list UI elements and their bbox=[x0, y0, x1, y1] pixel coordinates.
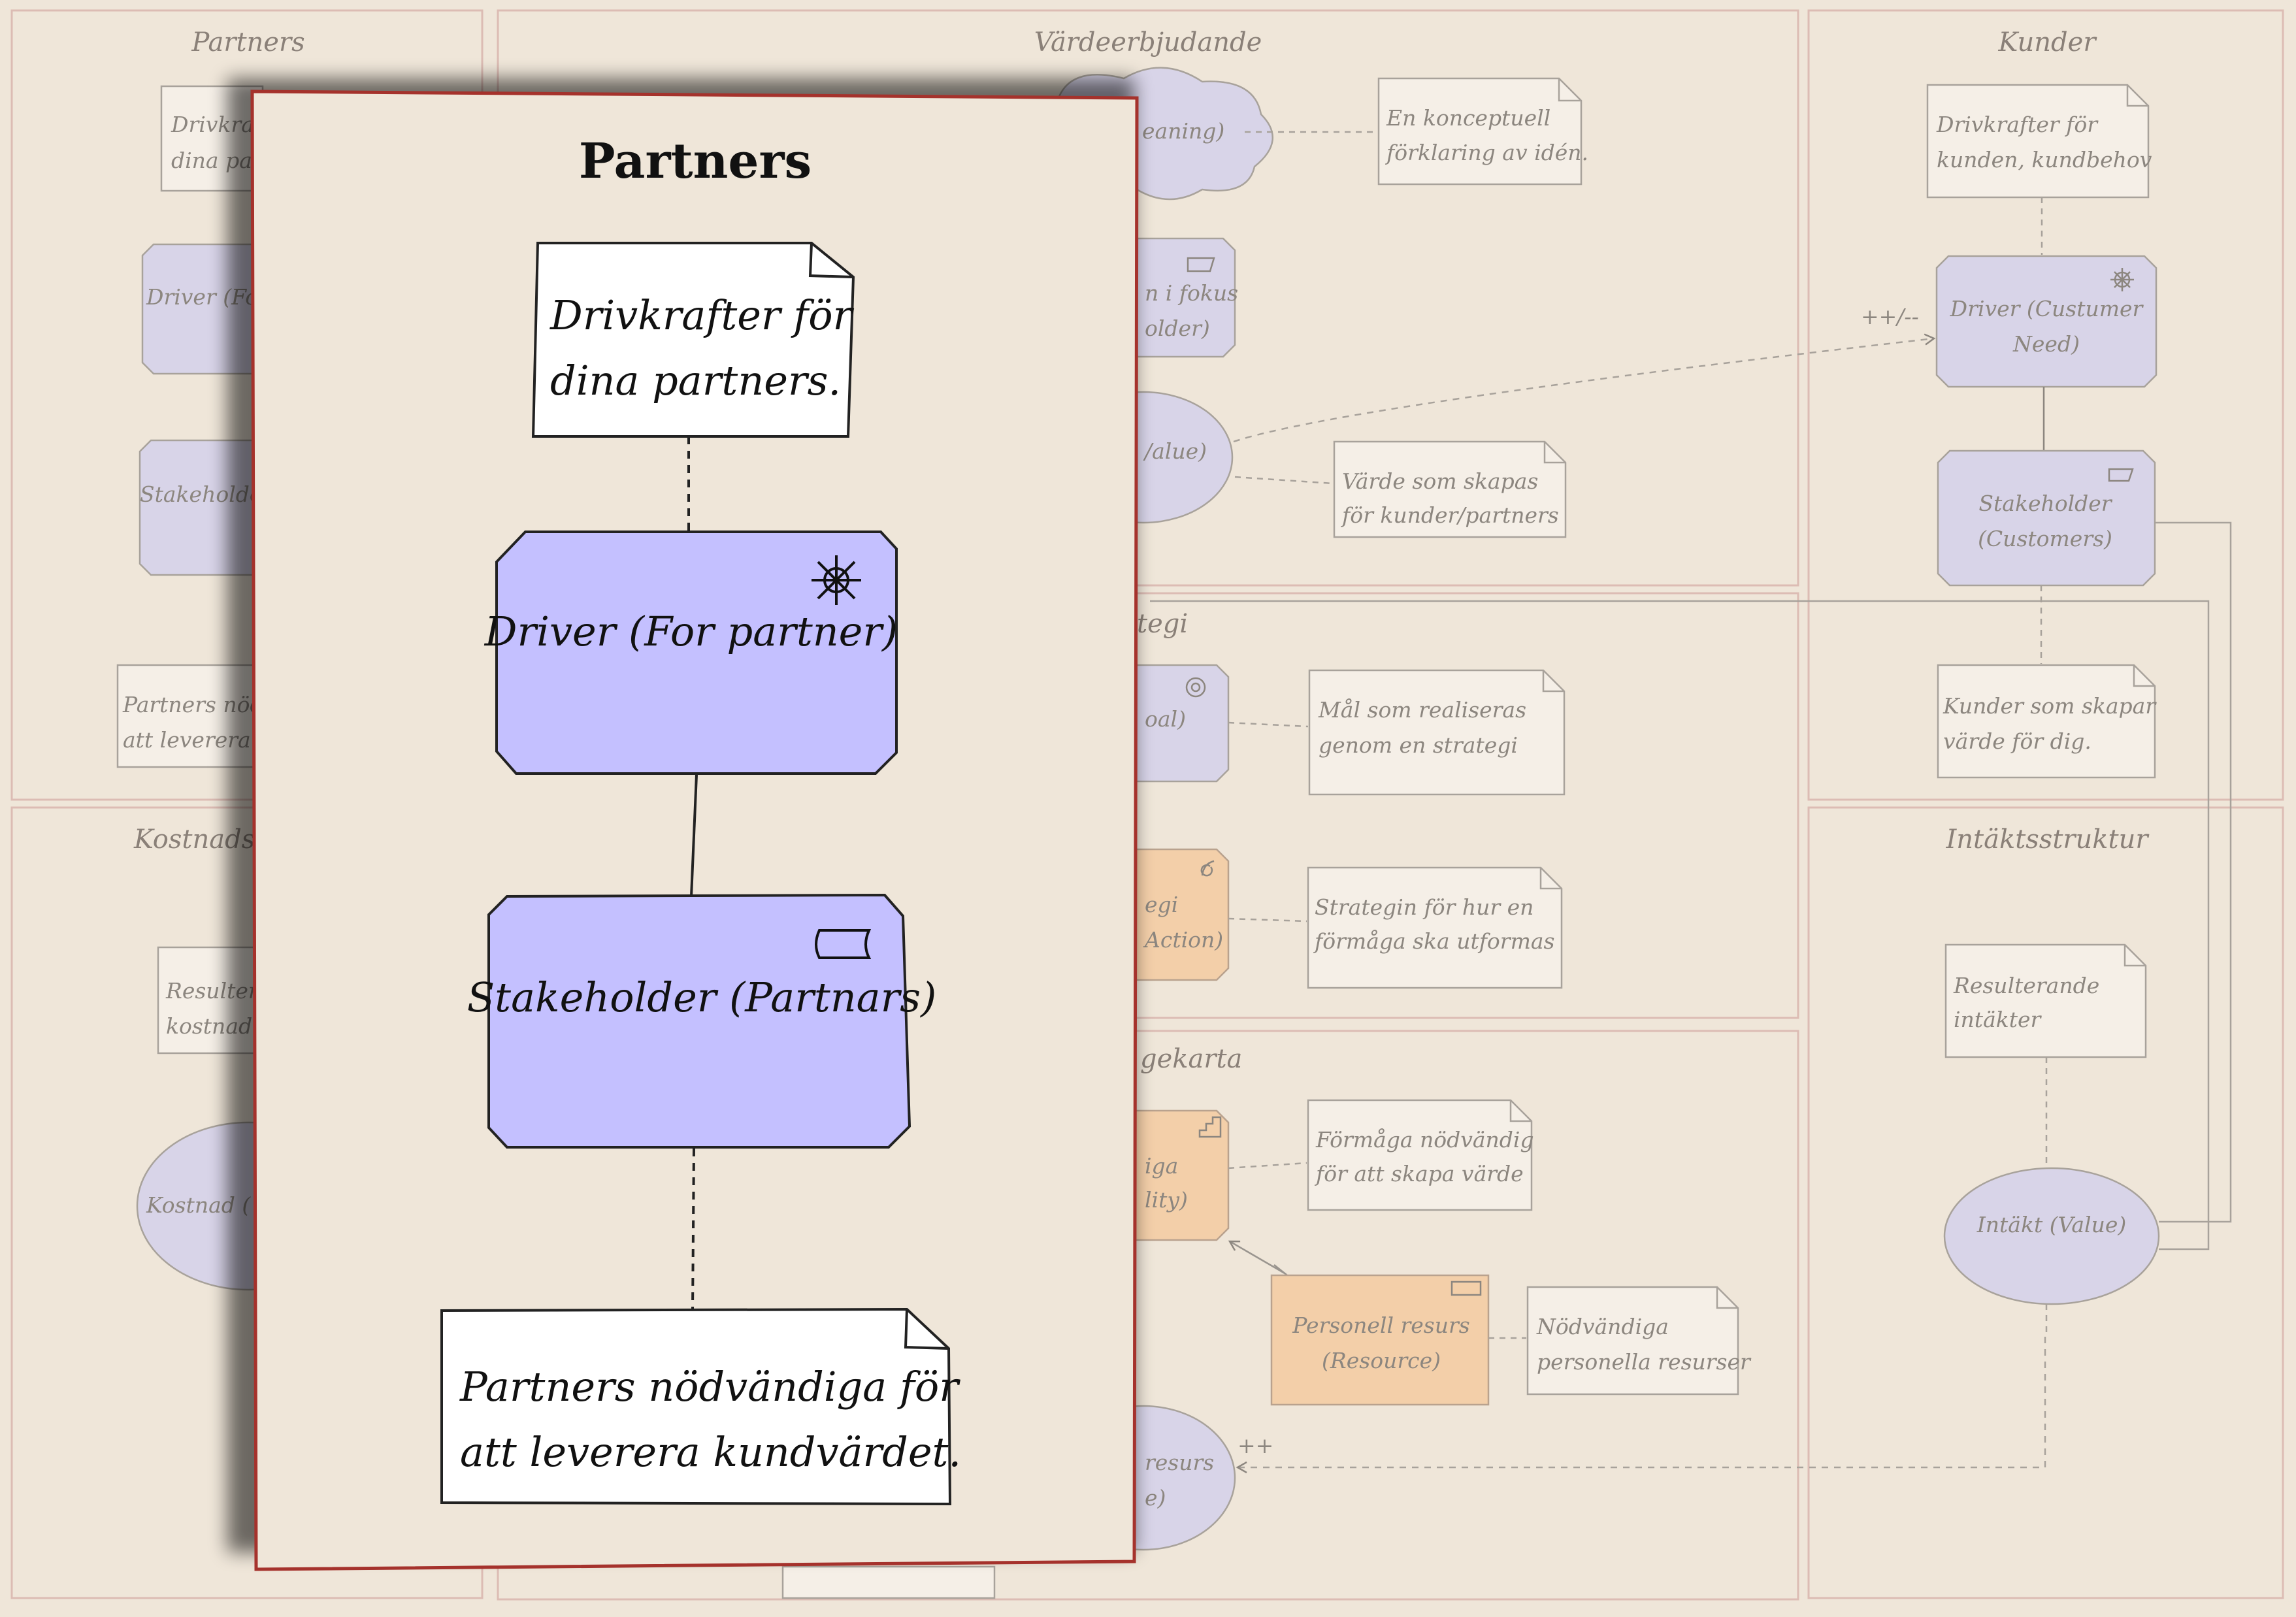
zoom-panel-title: Partners bbox=[579, 133, 812, 189]
driver-icon bbox=[812, 555, 861, 605]
resource-icon bbox=[1451, 1281, 1482, 1296]
bg-capability-note-l2: för att skapa värde bbox=[1314, 1161, 1524, 1186]
bg-revenue-note-l2: intäkter bbox=[1954, 1007, 2042, 1032]
bg-value-label: /alue) bbox=[1143, 438, 1207, 464]
bg-resource-note-l1: Nödvändiga bbox=[1536, 1314, 1669, 1339]
bg-concept-note-l1: En konceptuell bbox=[1386, 105, 1550, 131]
section-title-revenue: Intäktsstruktur bbox=[1945, 825, 2150, 855]
section-title-value-proposition: Värdeerbjudande bbox=[1034, 27, 1262, 57]
bg-customer-driver-l2: Need) bbox=[2012, 331, 2080, 357]
zoom-note-bottom-l1: Partners nödvändiga för bbox=[459, 1363, 960, 1411]
assoc-label-map: ++ bbox=[1238, 1433, 1273, 1458]
bg-resource2-l2: e) bbox=[1145, 1485, 1166, 1511]
bg-revenue-value[interactable]: Intäkt (Value) bbox=[1943, 1167, 2160, 1305]
zoom-note-top[interactable]: Drivkrafter för dina partners. bbox=[531, 242, 855, 438]
assoc-label-customer: ++/-- bbox=[1861, 304, 1919, 329]
bg-customer-stakeholder-l1: Stakeholder bbox=[1978, 491, 2112, 516]
bg-revenue-note[interactable]: Resulterande intäkter bbox=[1944, 943, 2147, 1058]
stakeholder-icon bbox=[2108, 468, 2134, 482]
panel-customers[interactable] bbox=[1807, 9, 2284, 801]
bg-customer-driver-l1: Driver (Custumer bbox=[1950, 296, 2144, 321]
background-canvas: Partners Värdeerbjudande Kunder tegi gek… bbox=[10, 9, 2284, 1601]
zoom-driver-label: Driver (For partner) bbox=[484, 608, 898, 655]
bg-customer-note-top[interactable]: Drivkrafter för kunden, kundbehov bbox=[1926, 84, 2152, 199]
bg-customer-stakeholder-l2: (Customers) bbox=[1978, 526, 2112, 551]
capability-icon bbox=[1198, 1116, 1222, 1138]
bg-goal-label: oal) bbox=[1145, 706, 1186, 732]
bg-goal-note[interactable]: Mål som realiseras genom en strategi bbox=[1308, 669, 1566, 796]
bg-customer-note-bottom-l2: värde för dig. bbox=[1943, 728, 2091, 754]
driver-icon bbox=[2110, 268, 2134, 291]
bg-concept-note[interactable]: En konceptuell förklaring av idén. bbox=[1377, 77, 1588, 186]
assoc-revenue-to-resource[interactable] bbox=[1236, 1337, 2046, 1474]
bg-revenue-value-label: Intäkt (Value) bbox=[1976, 1212, 2127, 1237]
assoc-value-to-customer-driver[interactable] bbox=[1233, 333, 1936, 443]
zoom-stakeholder-label: Stakeholder (Partnars) bbox=[467, 973, 937, 1021]
bg-value-note-l2: för kunder/partners bbox=[1340, 502, 1559, 528]
bg-revenue-note-l1: Resulterande bbox=[1953, 973, 2099, 998]
bg-customer-note-top-l2: kunden, kundbehov bbox=[1937, 147, 2152, 172]
bg-action-note[interactable]: Strategin för hur en förmåga ska utforma… bbox=[1307, 866, 1563, 989]
bg-resource-note-l2: personella resurser bbox=[1537, 1349, 1752, 1375]
bg-capability-l2: lity) bbox=[1145, 1187, 1188, 1213]
bg-capability-l1: iga bbox=[1145, 1153, 1178, 1179]
zoom-note-bottom-l2: att leverera kundvärdet. bbox=[460, 1428, 961, 1476]
bg-goal-note-l1: Mål som realiseras bbox=[1318, 697, 1526, 723]
zoomed-partners-panel: Partners Drivkrafter för dina partners. … bbox=[227, 78, 1139, 1571]
bg-resource2-l1: resurs bbox=[1145, 1450, 1214, 1475]
zoom-note-top-l1: Drivkrafter för bbox=[549, 291, 855, 339]
bg-resource-l1: Personell resurs bbox=[1292, 1313, 1469, 1338]
section-title-map: gekarta bbox=[1140, 1044, 1242, 1074]
zoom-driver-box[interactable]: Driver (For partner) bbox=[484, 531, 898, 775]
bg-goal-note-l2: genom en strategi bbox=[1319, 732, 1518, 758]
bg-action-l2: Action) bbox=[1143, 927, 1223, 953]
bg-resource-note[interactable]: Nödvändiga personella resurser bbox=[1526, 1286, 1752, 1396]
assoc-resource-to-capability[interactable] bbox=[1228, 1240, 1287, 1275]
panel-revenue[interactable] bbox=[1807, 806, 2284, 1599]
bg-action-note-l1: Strategin för hur en bbox=[1315, 894, 1533, 920]
bg-resource[interactable]: Personell resurs (Resource) bbox=[1270, 1274, 1490, 1406]
bg-customer-note-bottom-l1: Kunder som skapar bbox=[1943, 693, 2157, 719]
bg-customer-stakeholder[interactable]: Stakeholder (Customers) bbox=[1937, 449, 2156, 587]
goal-icon bbox=[1185, 677, 1206, 698]
bg-focus-label-l2: older) bbox=[1145, 316, 1210, 341]
bg-customer-note-bottom[interactable]: Kunder som skapar värde för dig. bbox=[1937, 664, 2157, 779]
bg-action[interactable]: egi Action) bbox=[1109, 848, 1230, 981]
zoom-stakeholder-box[interactable]: Stakeholder (Partnars) bbox=[467, 893, 937, 1149]
stakeholder-icon bbox=[1187, 257, 1215, 272]
bg-action-note-l2: förmåga ska utformas bbox=[1313, 928, 1554, 954]
section-title-strategy: tegi bbox=[1137, 609, 1188, 639]
bg-value-note[interactable]: Värde som skapas för kunder/partners bbox=[1333, 440, 1567, 538]
bg-customer-note-top-l1: Drivkrafter för bbox=[1936, 112, 2099, 137]
bg-customer-driver[interactable]: Driver (Custumer Need) bbox=[1935, 255, 2157, 388]
bg-action-l1: egi bbox=[1145, 892, 1178, 917]
course-of-action-icon bbox=[1200, 860, 1215, 877]
bg-capability-note-l1: Förmåga nödvändig bbox=[1315, 1127, 1534, 1152]
bg-value-note-l1: Värde som skapas bbox=[1342, 468, 1538, 494]
bg-meaning-label: eaning) bbox=[1142, 118, 1224, 144]
section-title-customers: Kunder bbox=[1998, 27, 2098, 57]
bg-capability-note[interactable]: Förmåga nödvändig för att skapa värde bbox=[1307, 1099, 1534, 1211]
zoom-note-top-l2: dina partners. bbox=[550, 357, 841, 404]
section-title-partners: Partners bbox=[191, 27, 304, 57]
stakeholder-icon bbox=[815, 929, 872, 959]
bg-focus-stakeholder[interactable]: n i fokus older) bbox=[1109, 237, 1238, 358]
bg-concept-note-l2: förklaring av idén. bbox=[1385, 140, 1588, 165]
bg-focus-label-l1: n i fokus bbox=[1145, 280, 1238, 306]
zoom-note-bottom[interactable]: Partners nödvändiga för att leverera kun… bbox=[440, 1307, 961, 1506]
bg-resource-l2: (Resource) bbox=[1322, 1348, 1441, 1373]
